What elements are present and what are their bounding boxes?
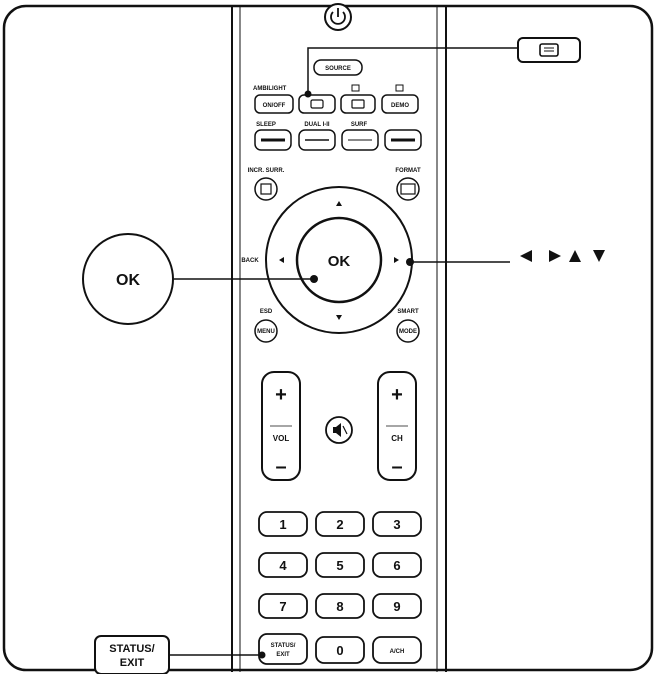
onoff-label: ON/OFF [263, 103, 286, 109]
teletext-icon [310, 99, 324, 109]
key-1[interactable]: 1 [258, 511, 308, 537]
nav-right-arrow[interactable] [394, 257, 399, 263]
key-3[interactable]: 3 [372, 511, 422, 537]
smart-label: SMART [397, 309, 419, 315]
key-0[interactable]: 0 [315, 636, 365, 664]
esd-label: ESD [260, 309, 273, 315]
ch-label: CH [391, 434, 403, 443]
nav-left-arrow[interactable] [279, 257, 284, 263]
nav-down-arrow[interactable] [336, 315, 342, 320]
svg-text:8: 8 [336, 599, 343, 614]
dual-screen-button[interactable] [340, 94, 376, 114]
menu-label: MENU [257, 329, 275, 335]
status-exit-button-remote[interactable]: STATUS/ EXIT [258, 633, 308, 665]
right-arrow-icon [549, 250, 561, 262]
green-key[interactable] [298, 129, 336, 151]
incr-surr-label: INCR. SURR. [248, 168, 285, 174]
dual-screen-icon-top [351, 84, 360, 92]
svg-text:7: 7 [279, 599, 286, 614]
svg-text:5: 5 [336, 558, 343, 573]
key-2[interactable]: 2 [315, 511, 365, 537]
av-button[interactable]: A/CH [372, 636, 422, 664]
svg-text:3: 3 [393, 517, 400, 532]
key-6[interactable]: 6 [372, 552, 422, 578]
down-arrow-icon [593, 250, 605, 262]
svg-text:0: 0 [336, 643, 343, 658]
dual-screen-icon [351, 99, 365, 109]
volume-rocker[interactable]: + VOL – [261, 371, 301, 481]
svg-text:A/CH: A/CH [390, 649, 405, 655]
demo-button[interactable]: DEMO [381, 94, 419, 114]
ambilight-onoff-button[interactable]: ON/OFF [254, 94, 294, 114]
vol-minus[interactable]: – [275, 456, 286, 478]
incr-surr-button[interactable] [254, 177, 278, 201]
ch-plus[interactable]: + [391, 384, 403, 406]
power-icon [330, 11, 346, 25]
key-8[interactable]: 8 [315, 593, 365, 619]
mute-button[interactable] [325, 416, 353, 444]
key-4[interactable]: 4 [258, 552, 308, 578]
yellow-key[interactable] [341, 129, 379, 151]
sleep-label: SLEEP [256, 122, 276, 128]
vol-label: VOL [273, 434, 290, 443]
surf-label: SURF [351, 122, 368, 128]
vol-plus[interactable]: + [275, 384, 287, 406]
svg-text:STATUS/: STATUS/ [271, 643, 296, 649]
ambilight-label: AMBILIGHT [253, 86, 287, 92]
format-button[interactable] [396, 177, 420, 201]
nav-up-arrow[interactable] [336, 201, 342, 206]
keypad: 1 2 3 4 5 6 7 8 9 STATUS/ EXIT 0 A/CH [258, 511, 422, 665]
ok-button[interactable]: OK [295, 216, 383, 304]
key-7[interactable]: 7 [258, 593, 308, 619]
remote-body [231, 6, 447, 672]
ok-label: OK [328, 253, 351, 270]
svg-text:6: 6 [393, 558, 400, 573]
mute-icon [333, 423, 341, 437]
back-label: BACK [241, 258, 259, 264]
smart-mode-button[interactable]: MODE [396, 319, 420, 343]
svg-text:2: 2 [336, 517, 343, 532]
dual-label: DUAL I-II [304, 122, 330, 128]
callout-status-line2: EXIT [120, 657, 145, 669]
key-9[interactable]: 9 [372, 593, 422, 619]
source-button[interactable]: SOURCE [313, 59, 363, 76]
source-label: SOURCE [325, 66, 351, 72]
svg-text:9: 9 [393, 599, 400, 614]
surround-icon [260, 183, 272, 195]
callout-status-exit: STATUS/ EXIT [94, 635, 266, 674]
callout-ok: OK [82, 233, 318, 325]
info-icon-top [395, 84, 404, 92]
channel-rocker[interactable]: + CH – [377, 371, 417, 481]
ch-minus[interactable]: – [391, 456, 402, 478]
outer-frame [2, 4, 654, 672]
callout-teletext [304, 37, 581, 98]
up-arrow-icon [569, 250, 581, 262]
callout-arrows [406, 250, 605, 266]
teletext-icon-callout [539, 43, 559, 57]
teletext-button-remote[interactable] [298, 94, 336, 114]
svg-text:1: 1 [279, 517, 286, 532]
power-button[interactable] [324, 3, 352, 31]
demo-label: DEMO [391, 103, 409, 109]
svg-text:4: 4 [279, 558, 287, 573]
mode-label: MODE [399, 329, 417, 335]
svg-text:EXIT: EXIT [276, 652, 290, 658]
remote-body-inner [239, 6, 438, 672]
menu-button[interactable]: MENU [254, 319, 278, 343]
format-label: FORMAT [395, 168, 421, 174]
format-icon [400, 183, 416, 195]
callout-ok-label: OK [116, 272, 140, 289]
left-arrow-icon [520, 250, 532, 262]
blue-key[interactable] [384, 129, 422, 151]
red-key[interactable] [254, 129, 292, 151]
callout-status-line1: STATUS/ [109, 643, 154, 655]
key-5[interactable]: 5 [315, 552, 365, 578]
